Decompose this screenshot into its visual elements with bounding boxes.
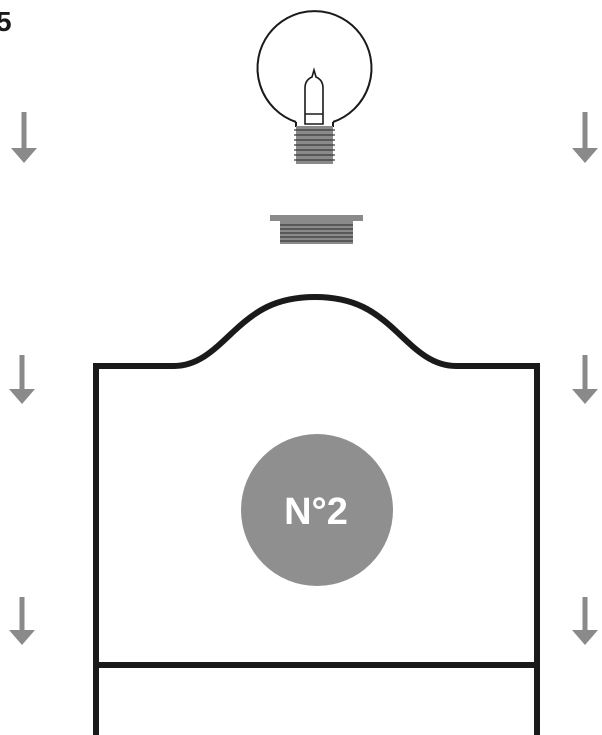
- down-arrow-icon: [9, 355, 35, 404]
- down-arrow-icon: [572, 355, 598, 404]
- badge-label: N°2: [284, 491, 348, 533]
- down-arrow-icon: [11, 112, 37, 163]
- socket-ring-icon: [270, 215, 363, 244]
- down-arrow-icon: [572, 112, 598, 163]
- light-bulb-icon: [256, 10, 373, 164]
- down-arrow-icon: [572, 597, 598, 645]
- step-number: 5: [0, 6, 12, 37]
- lamp-shade-icon: [93, 293, 540, 735]
- down-arrow-icon: [9, 597, 35, 645]
- part-number-badge: N°2: [241, 434, 393, 586]
